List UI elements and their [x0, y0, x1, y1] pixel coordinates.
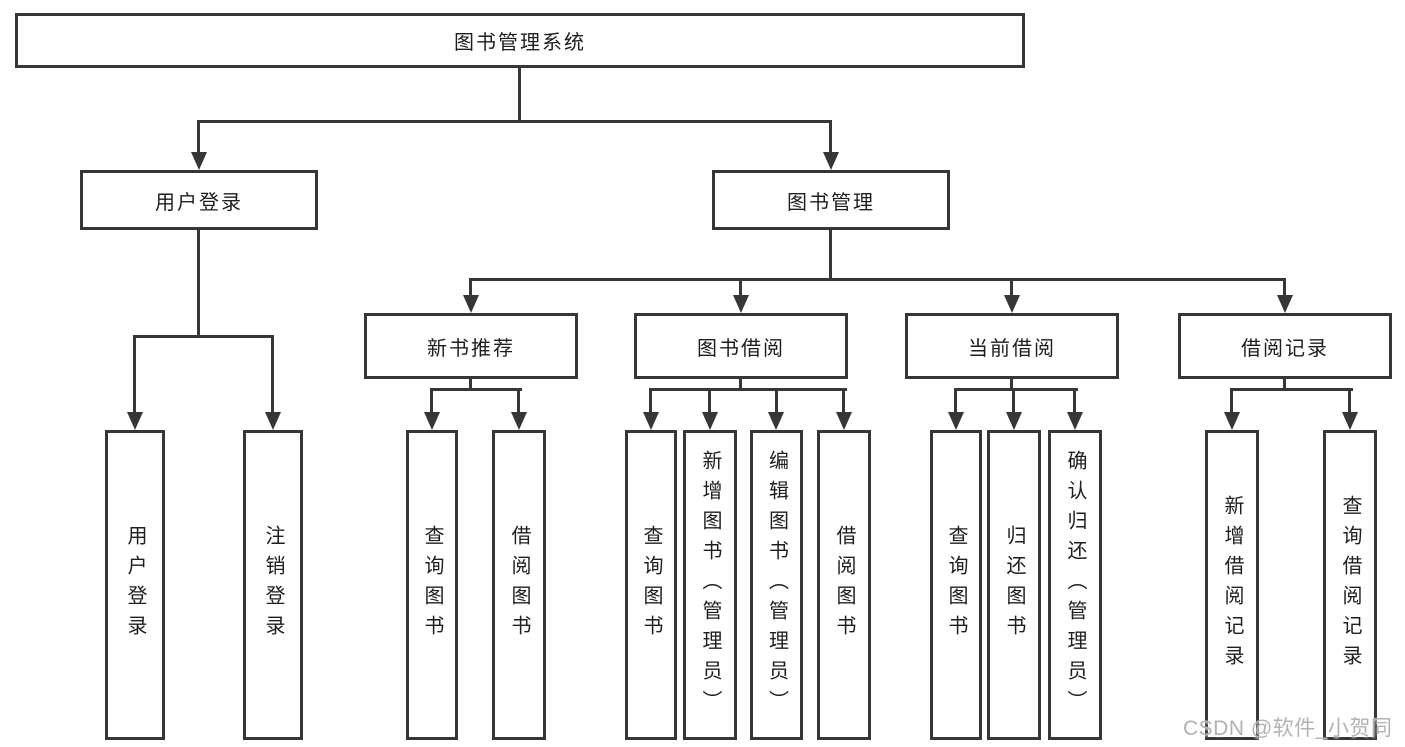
arrowhead-icon: [424, 412, 440, 430]
node-label: 图书借阅: [697, 337, 785, 360]
leaf-borrow-books-2: 借阅图书: [817, 430, 871, 740]
leaf-user-login: 用户登录: [105, 430, 165, 740]
connector-line: [271, 335, 274, 413]
arrowhead-icon: [127, 412, 143, 430]
arrowhead-icon: [836, 412, 852, 430]
connector-line: [197, 120, 832, 123]
leaf-label: 借阅图书: [508, 525, 530, 645]
connector-line: [1010, 278, 1013, 298]
leaf-confirm-return-admin: 确认归还（管理员）: [1048, 430, 1102, 740]
connector-line: [1010, 379, 1013, 389]
leaf-label: 编辑图书（管理员）: [765, 450, 788, 720]
arrowhead-icon: [1004, 295, 1020, 313]
node-label: 当前借阅: [968, 337, 1056, 360]
leaf-label: 注销登录: [262, 525, 284, 645]
leaf-label: 查询借阅记录: [1339, 495, 1361, 675]
arrowhead-icon: [948, 412, 964, 430]
connector-line: [649, 388, 652, 414]
connector-line: [775, 388, 778, 414]
arrowhead-icon: [1224, 412, 1240, 430]
connector-line: [649, 388, 847, 391]
node-label: 图书管理: [787, 191, 875, 214]
leaf-add-books-admin: 新增图书（管理员）: [683, 430, 737, 740]
connector-line: [517, 388, 520, 414]
node-borrow-records: 借阅记录: [1178, 313, 1392, 379]
arrowhead-icon: [1277, 295, 1293, 313]
connector-line: [1283, 379, 1286, 389]
connector-line: [1348, 388, 1351, 414]
connector-line: [1230, 388, 1233, 414]
connector-line: [469, 278, 472, 298]
connector-line: [842, 388, 845, 414]
connector-line: [829, 120, 832, 154]
arrowhead-icon: [1006, 412, 1022, 430]
leaf-label: 查询图书: [640, 525, 662, 645]
leaf-query-borrow-record: 查询借阅记录: [1323, 430, 1377, 740]
connector-line: [1012, 388, 1015, 414]
arrowhead-icon: [511, 412, 527, 430]
arrowhead-icon: [191, 152, 207, 170]
node-book-management: 图书管理: [712, 170, 950, 230]
arrowhead-icon: [463, 295, 479, 313]
node-new-book-recommend: 新书推荐: [364, 313, 578, 379]
connector-line: [518, 68, 521, 120]
connector-line: [954, 388, 1078, 391]
leaf-edit-books-admin: 编辑图书（管理员）: [750, 430, 803, 740]
arrowhead-icon: [1342, 412, 1358, 430]
node-book-borrow: 图书借阅: [634, 313, 848, 379]
leaf-borrow-books-1: 借阅图书: [492, 430, 546, 740]
leaf-label: 查询图书: [421, 525, 443, 645]
leaf-return-books: 归还图书: [987, 430, 1041, 740]
leaf-label: 归还图书: [1003, 525, 1025, 645]
leaf-query-books-2: 查询图书: [625, 430, 677, 740]
connector-line: [1283, 278, 1286, 298]
connector-line: [197, 120, 200, 154]
connector-line: [739, 278, 742, 298]
leaf-label: 用户登录: [124, 525, 146, 645]
connector-line: [430, 388, 522, 391]
connector-line: [708, 388, 711, 414]
leaf-label: 新增借阅记录: [1221, 495, 1243, 675]
connector-line: [469, 379, 472, 389]
arrowhead-icon: [733, 295, 749, 313]
connector-line: [1230, 388, 1353, 391]
leaf-label: 借阅图书: [833, 525, 855, 645]
node-label: 用户登录: [155, 191, 243, 214]
node-label: 新书推荐: [427, 337, 515, 360]
node-root: 图书管理系统: [15, 13, 1025, 68]
node-label: 借阅记录: [1241, 337, 1329, 360]
leaf-label: 确认归还（管理员）: [1064, 450, 1086, 720]
arrowhead-icon: [265, 412, 281, 430]
csdn-watermark: CSDN @软件_小贺同学: [1183, 717, 1393, 740]
node-current-borrow: 当前借阅: [905, 313, 1119, 379]
connector-line: [197, 230, 200, 335]
leaf-label: 查询图书: [945, 525, 967, 645]
leaf-logout: 注销登录: [243, 430, 303, 740]
connector-line: [133, 335, 136, 413]
leaf-label: 新增图书（管理员）: [699, 450, 721, 720]
connector-line: [739, 379, 742, 389]
connector-line: [1073, 388, 1076, 414]
connector-line: [469, 278, 1286, 281]
leaf-query-books-3: 查询图书: [930, 430, 982, 740]
connector-line: [954, 388, 957, 414]
connector-line: [430, 388, 433, 414]
node-root-label: 图书管理系统: [454, 32, 586, 54]
arrowhead-icon: [702, 412, 718, 430]
arrowhead-icon: [768, 412, 784, 430]
arrowhead-icon: [643, 412, 659, 430]
arrowhead-icon: [1067, 412, 1083, 430]
arrowhead-icon: [823, 152, 839, 170]
connector-line: [829, 230, 832, 278]
connector-line: [133, 335, 274, 338]
node-user-login: 用户登录: [80, 170, 318, 230]
leaf-add-borrow-record: 新增借阅记录: [1205, 430, 1259, 740]
leaf-query-books-1: 查询图书: [406, 430, 458, 740]
